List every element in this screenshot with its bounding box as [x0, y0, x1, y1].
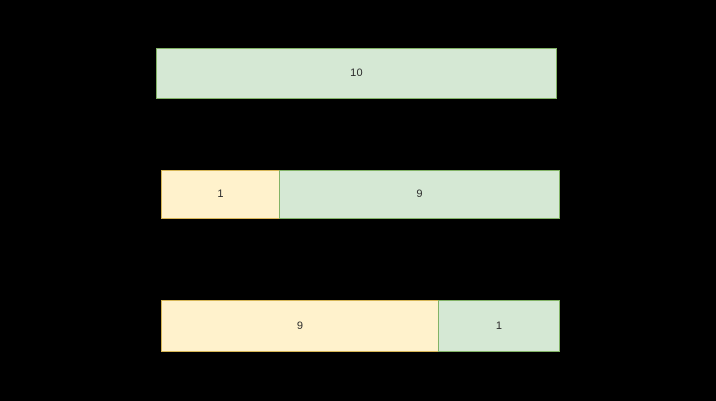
bar-row-1[interactable]: 10	[156, 48, 557, 99]
bar-segment-green-9[interactable]: 9	[279, 170, 560, 219]
bar-segment-orange-9[interactable]: 9	[161, 300, 439, 352]
bar-segment-orange-1[interactable]: 1	[161, 170, 280, 219]
bar-segment-label: 1	[495, 319, 503, 332]
bar-segment-label: 9	[416, 188, 423, 200]
bar-segment-green-1[interactable]: 1	[438, 300, 560, 352]
bar-segment-label: 9	[296, 319, 304, 332]
bar-segment-green-10[interactable]: 10	[156, 48, 557, 99]
bar-segment-label: 1	[217, 188, 224, 200]
bar-segment-label: 10	[350, 67, 363, 79]
